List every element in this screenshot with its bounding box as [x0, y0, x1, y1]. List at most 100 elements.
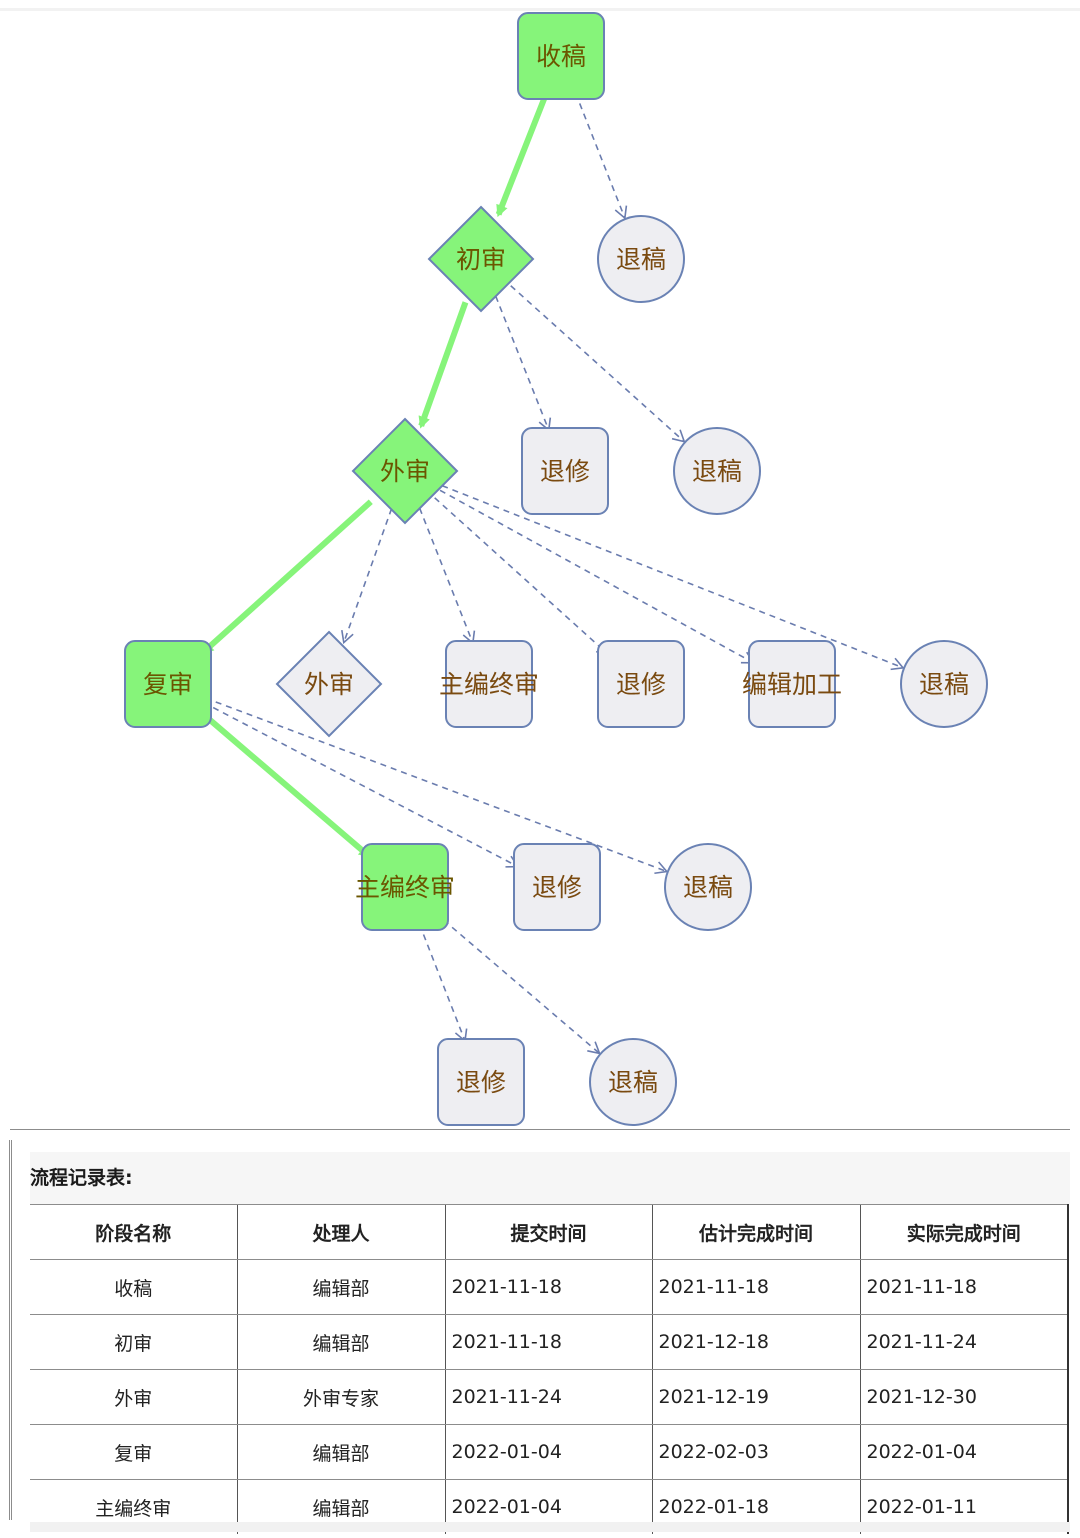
- rounded-rect-node-shape: [437, 1038, 525, 1126]
- diamond-node-shape: [351, 417, 459, 525]
- flow-node-n1[interactable]: 收稿: [517, 12, 605, 100]
- flow-node-n6[interactable]: 外审: [351, 417, 459, 525]
- record-title: 流程记录表:: [30, 1152, 1070, 1204]
- rounded-rect-node-shape: [597, 640, 685, 728]
- cell-actual-time: 2021-11-24: [859, 1314, 1069, 1370]
- flow-node-n11[interactable]: 编辑加工: [742, 640, 842, 728]
- cell-actual-time: 2021-11-18: [859, 1259, 1069, 1315]
- node-label: 退修: [456, 1068, 506, 1097]
- rounded-rect-node-shape: [513, 843, 601, 931]
- section-divider: [10, 1129, 1070, 1130]
- rounded-rect-node-shape: [445, 640, 533, 728]
- cell-estimated-time: 2021-12-19: [651, 1369, 860, 1425]
- optional-flow-arrow: [574, 92, 628, 220]
- flow-node-n13[interactable]: 主编终审: [355, 843, 455, 931]
- edges-layer: [200, 92, 905, 1055]
- cell-stage: 初审: [30, 1314, 237, 1370]
- optional-flow-arrow: [434, 912, 601, 1055]
- optional-flow-arrow: [439, 489, 755, 664]
- node-label: 主编终审: [439, 670, 539, 699]
- table-row: 复审 编辑部 2022-01-04 2022-02-03 2022-01-04: [30, 1424, 1069, 1480]
- header-stage-name: 阶段名称: [30, 1204, 237, 1260]
- cell-stage: 主编终审: [95, 1497, 172, 1520]
- flow-node-n5[interactable]: 退稿: [673, 427, 761, 515]
- flow-node-n2[interactable]: 退稿: [597, 215, 685, 303]
- process-record-panel: 流程记录表: 阶段名称 处理人 提交时间 估计完成时间 实际完成时间 收稿 编辑…: [30, 1152, 1070, 1534]
- table-row: 初审 编辑部 2021-11-18 2021-12-18 2021-11-24: [30, 1314, 1069, 1370]
- circle-node-shape: [589, 1038, 677, 1126]
- node-label: 主编终审: [355, 873, 455, 902]
- cell-stage: 外审: [30, 1369, 237, 1425]
- nodes-layer: 收稿退稿初审退修退稿外审复审外审主编终审退修编辑加工退稿主编终审退修退稿退修退稿: [124, 12, 988, 1126]
- node-label: 退稿: [919, 670, 969, 699]
- optional-flow-arrow: [441, 484, 905, 671]
- cell-submit-time: 2022-01-04: [444, 1424, 652, 1480]
- cell-actual-time: 2022-01-04: [859, 1424, 1069, 1480]
- flow-node-n7[interactable]: 复审: [124, 640, 212, 728]
- rounded-rect-node-shape: [361, 843, 449, 931]
- flow-node-n12[interactable]: 退稿: [900, 640, 988, 728]
- cell-handler: 编辑部: [236, 1259, 445, 1315]
- optional-flow-arrow: [205, 697, 669, 875]
- flow-node-n3[interactable]: 初审: [427, 205, 535, 313]
- workflow-diagram: 收稿退稿初审退修退稿外审复审外审主编终审退修编辑加工退稿主编终审退修退稿退修退稿: [124, 12, 988, 1126]
- optional-flow-arrow: [494, 295, 552, 432]
- node-label: 退稿: [608, 1068, 658, 1097]
- rounded-rect-node-shape: [521, 427, 609, 515]
- table-header-row: 阶段名称 处理人 提交时间 估计完成时间 实际完成时间: [30, 1204, 1069, 1260]
- circle-node-shape: [900, 640, 988, 728]
- rounded-rect-node-shape: [748, 640, 836, 728]
- left-rule: [9, 1140, 12, 1520]
- cell-submit-time: 2021-11-24: [444, 1369, 652, 1425]
- optional-flow-arrow: [434, 497, 610, 656]
- node-label: 退稿: [692, 457, 742, 486]
- optional-flow-arrow: [418, 923, 468, 1043]
- header-estimated-time: 估计完成时间: [651, 1204, 860, 1260]
- cell-handler: 编辑部: [236, 1314, 445, 1370]
- flow-node-n17[interactable]: 退稿: [589, 1038, 677, 1126]
- optional-flow-arrow: [510, 285, 686, 443]
- cell-estimated-time: 2021-12-18: [651, 1314, 860, 1370]
- cell-submit-time: 2021-11-18: [444, 1259, 652, 1315]
- taken-flow-arrow: [201, 499, 373, 655]
- node-label: 退修: [616, 670, 666, 699]
- cell-handler: 编辑部: [236, 1424, 445, 1480]
- node-label: 外审: [380, 457, 430, 486]
- table-row: 收稿 编辑部 2021-11-18 2021-11-18 2021-11-18: [30, 1259, 1069, 1315]
- header-actual-time: 实际完成时间: [859, 1204, 1069, 1260]
- cell-stage: 复审: [30, 1424, 237, 1480]
- flow-node-n10[interactable]: 退修: [597, 640, 685, 728]
- rounded-rect-node-shape: [124, 640, 212, 728]
- taken-flow-arrow: [418, 301, 469, 429]
- rounded-rect-node-shape: [517, 12, 605, 100]
- circle-node-shape: [597, 215, 685, 303]
- node-label: 外审: [304, 670, 354, 699]
- cell-handler: 外审专家: [236, 1369, 445, 1425]
- node-label: 复审: [143, 670, 193, 699]
- flow-node-n14[interactable]: 退修: [513, 843, 601, 931]
- node-label: 退修: [540, 457, 590, 486]
- taken-flow-arrow: [495, 97, 547, 218]
- flow-node-n9[interactable]: 主编终审: [439, 640, 539, 728]
- optional-flow-arrow: [341, 508, 393, 645]
- flow-node-n8[interactable]: 外审: [275, 630, 383, 738]
- node-label: 退稿: [616, 245, 666, 274]
- diamond-node-shape: [275, 630, 383, 738]
- node-label: 退稿: [683, 873, 733, 902]
- flow-node-n16[interactable]: 退修: [437, 1038, 525, 1126]
- header-handler: 处理人: [236, 1204, 445, 1260]
- cell-actual-time: 2021-12-30: [859, 1369, 1069, 1425]
- process-record-table: 阶段名称 处理人 提交时间 估计完成时间 实际完成时间 收稿 编辑部 2021-…: [30, 1204, 1069, 1534]
- flow-node-n4[interactable]: 退修: [521, 427, 609, 515]
- flow-node-n15[interactable]: 退稿: [664, 843, 752, 931]
- header-submit-time: 提交时间: [444, 1204, 652, 1260]
- node-label: 收稿: [536, 42, 586, 71]
- cell-estimated-time: 2022-02-03: [651, 1424, 860, 1480]
- diamond-node-shape: [427, 205, 535, 313]
- taken-flow-arrow: [200, 711, 371, 859]
- cell-submit-time: 2021-11-18: [444, 1314, 652, 1370]
- optional-flow-arrow: [203, 701, 520, 868]
- top-border: [0, 8, 1080, 11]
- panel-bottom-shade: [30, 1522, 1070, 1532]
- node-label: 退修: [532, 873, 582, 902]
